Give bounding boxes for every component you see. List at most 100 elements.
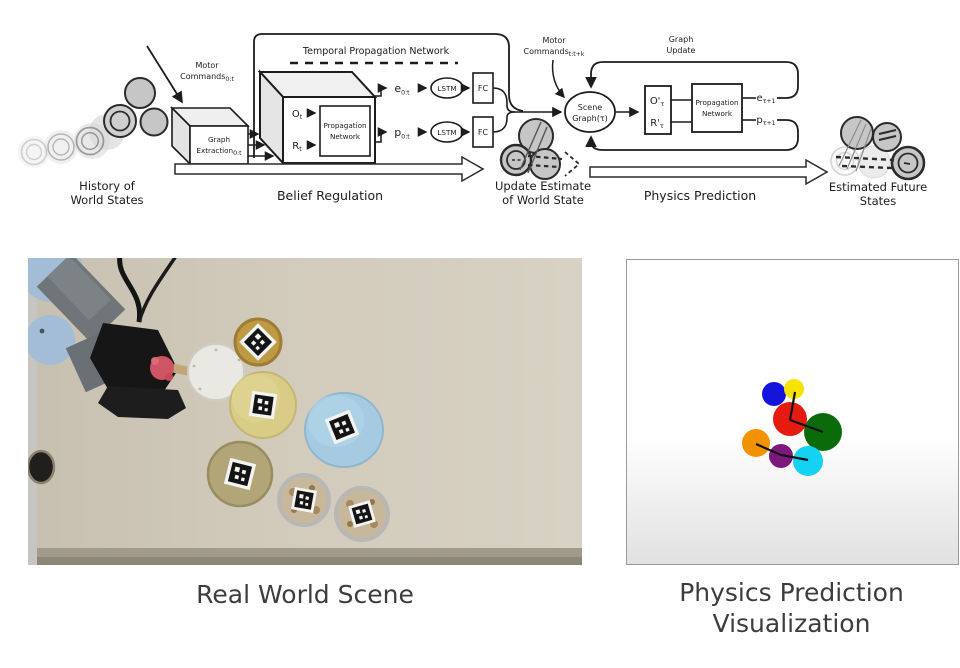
motor-commands-future-label: Motor Commandst:t+k (523, 36, 584, 58)
viz-caption-line2: Visualization (712, 608, 871, 638)
ghost-ring-2 (47, 133, 75, 161)
cork-container-2 (334, 486, 390, 542)
scene-graph-node: Scene Graph(τ) (564, 91, 616, 133)
table-hole (28, 449, 56, 485)
svg-text:Commands0:t: Commands0:t (180, 72, 234, 83)
pointer-arrow (146, 45, 183, 104)
svg-text:Motor: Motor (195, 61, 219, 70)
viz-link-red-green (789, 418, 824, 434)
world-state-ring (103, 104, 137, 138)
cable (117, 258, 143, 323)
world-state-circle (139, 107, 169, 137)
viz-link-yellow-red (788, 391, 797, 421)
graph-state-box: O'τ R'τ (644, 85, 672, 135)
viz-orange-disc (742, 429, 770, 457)
cable-2 (137, 258, 177, 323)
gripper-body (90, 323, 178, 400)
history-caption-line2: World States (70, 193, 143, 207)
lstm-label: LSTM (437, 128, 456, 137)
viz-caption-line1: Physics Prediction (679, 578, 904, 607)
propnet2-box: Propagation Network (691, 83, 743, 133)
real-scene-caption: Real World Scene (196, 580, 414, 609)
dashed-chevron (564, 151, 581, 177)
yellow-dome (229, 371, 297, 439)
cork-container-1 (277, 473, 331, 527)
propnet1-label1: Propagation (323, 121, 366, 130)
belief-regulation-label: Belief Regulation (277, 188, 383, 203)
world-state-circle (124, 77, 156, 109)
ghost-blob (44, 130, 78, 164)
physics-viz-panel (626, 259, 959, 565)
graph-extraction-label1: Graph (208, 135, 230, 144)
propnet1-label2: Network (330, 132, 361, 141)
update-estimate-label2: of World State (502, 193, 584, 207)
estimated-future-label1: Estimated Future (829, 180, 927, 194)
svg-text:Motor: Motor (542, 36, 566, 45)
scene-graph-label2: Graph(τ) (572, 114, 608, 123)
history-of-world-states: History of World States (18, 77, 169, 207)
lstm-label: LSTM (437, 84, 456, 93)
table-edge-shadow (28, 557, 582, 565)
pipeline-diagram: History of World States Motor Commands0:… (18, 33, 927, 208)
ghost-ring-3 (75, 126, 105, 156)
o-tau-label: O'τ (650, 96, 665, 108)
propnet2-label2: Network (702, 109, 733, 118)
tpn-title: Temporal Propagation Network (302, 46, 450, 57)
svg-text:Update: Update (667, 46, 696, 55)
svg-text:Graph: Graph (669, 35, 694, 44)
r-tau-label: R'τ (650, 118, 664, 130)
belief-regulation-arrow (174, 155, 485, 183)
ot-label: Ot (292, 109, 303, 121)
robot-wrist-joint (28, 315, 75, 365)
belief-propnet-box: Ot Rt Propagation Network (257, 69, 378, 166)
blue-dome (304, 392, 384, 468)
viz-caption: Physics Prediction Visualization (626, 578, 957, 639)
ghost-blob (18, 136, 50, 168)
graph-extraction-label2: Extraction0:t (196, 146, 242, 157)
graph-update-loop-bottom (585, 119, 799, 151)
robot-arm (28, 258, 193, 419)
viz-blue-disc (762, 382, 786, 406)
physics-viz-canvas (742, 379, 842, 476)
ghost-ring-1 (20, 138, 48, 166)
update-estimate-cluster: Update Estimate of World State (495, 118, 591, 207)
joint-screw (39, 328, 45, 334)
estimated-future-cluster: Estimated Future States (829, 116, 927, 208)
fc-label: FC (478, 84, 489, 93)
graph-update-loop-top (585, 61, 799, 99)
e0t-label: e0:t (394, 82, 410, 97)
scene-graph-label1: Scene (578, 103, 602, 112)
update-estimate-label1: Update Estimate (495, 179, 591, 193)
table-edge (28, 548, 582, 558)
e-row: e0:t LSTM FC (374, 72, 494, 104)
khaki-cylinder (206, 440, 274, 508)
fc-merge-top (492, 87, 516, 113)
e-next-label: eτ+1 (756, 93, 775, 105)
real-world-scene-photo (28, 258, 582, 565)
white-cylinder (187, 343, 245, 401)
viz-yellow-disc (784, 379, 804, 399)
svg-text:Commandst:t+k: Commandst:t+k (523, 47, 584, 58)
gripper-base (98, 386, 186, 419)
frame-edge (28, 258, 37, 565)
motor-commands-past-label: Motor Commands0:t (180, 61, 234, 83)
fc-label: FC (478, 128, 489, 137)
temporal-network-outline (253, 33, 524, 158)
graph-update-label: Graph Update (667, 35, 696, 55)
physics-prediction-arrow (589, 158, 829, 186)
rt-label: Rt (292, 141, 302, 153)
propnet2-label1: Propagation (695, 98, 738, 107)
estimated-future-label2: States (860, 194, 896, 208)
p0t-label: p0:t (394, 126, 410, 141)
p-row: p0:t LSTM FC (374, 116, 494, 148)
viz-link-orange-purple-cyan (755, 442, 809, 462)
viz-cyan-disc (793, 446, 823, 476)
ghost-blob (857, 145, 891, 179)
motor-future-arrow (551, 59, 565, 99)
physics-prediction-label: Physics Prediction (644, 188, 756, 203)
graph-extraction-box: Graph Extraction0:t (170, 106, 250, 166)
history-caption-line1: History of (79, 179, 136, 193)
gold-can (233, 317, 283, 367)
p-next-label: pτ+1 (756, 115, 775, 127)
